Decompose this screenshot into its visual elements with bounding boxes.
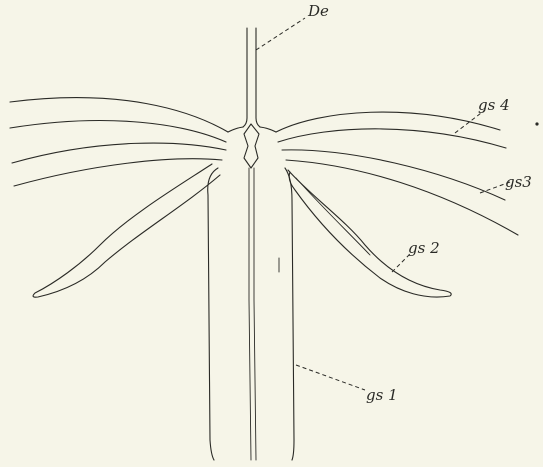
central-junction — [228, 124, 276, 168]
gs1-stem — [208, 168, 294, 460]
label-gs1: gs 1 — [366, 388, 398, 403]
duct-de — [243, 28, 260, 127]
label-gs3: gs3 — [505, 175, 532, 190]
label-gs4: gs 4 — [478, 98, 510, 113]
leader-lines — [256, 18, 510, 390]
gs3-branches — [12, 143, 518, 235]
label-gs2: gs 2 — [408, 241, 440, 256]
gs2-lobe — [288, 170, 451, 297]
left-lobe — [33, 164, 220, 297]
stray-dot — [535, 122, 538, 125]
gs4-branches — [10, 98, 506, 148]
label-de: De — [308, 4, 329, 19]
